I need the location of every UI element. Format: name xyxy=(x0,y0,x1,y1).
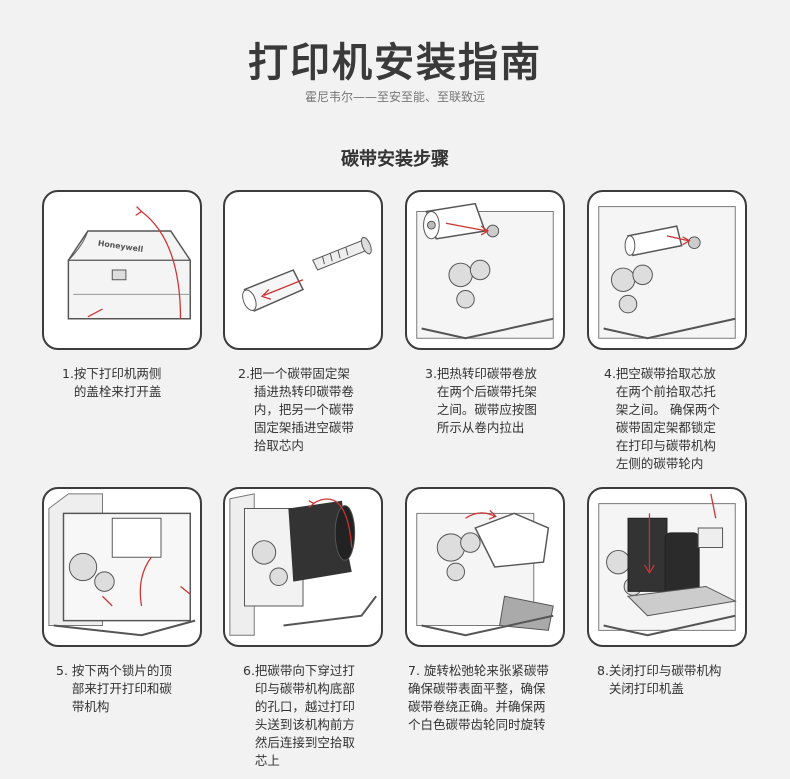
step-4-caption: 4.把空碳带拾取芯放 在两个前拾取芯托 架之间。 确保两个 碳带固定架都锁定 在… xyxy=(604,366,720,471)
step-2-illustration xyxy=(223,190,383,350)
step-1-caption: 1.按下打印机两侧 的盖栓来打开盖 xyxy=(62,366,162,399)
page-subtitle: 霍尼韦尔——至安至能、至联致远 xyxy=(304,90,485,104)
step-5-illustration xyxy=(42,487,202,647)
step-2-caption: 2.把一个碳带固定架 插进热转印碳带卷 内，把另一个碳带 固定架插进空碳带 拾取… xyxy=(238,366,354,453)
step-8-caption: 8.关闭打印与碳带机构 关闭打印机盖 xyxy=(597,663,722,696)
step-5-caption: 5. 按下两个锁片的顶 部来打开打印和碳 带机构 xyxy=(56,663,172,714)
step-4-illustration xyxy=(587,190,747,350)
step-6-illustration xyxy=(223,487,383,647)
step-3-illustration xyxy=(405,190,565,350)
step-3-caption: 3.把热转印碳带卷放 在两个后碳带托架 之间。碳带应按图 所示从卷内拉出 xyxy=(425,366,537,435)
step-8-illustration xyxy=(587,487,747,647)
step-7-illustration xyxy=(405,487,565,647)
step-6-caption: 6.把碳带向下穿过打 印与碳带机构底部 的孔口，越过打印 头送到该机构前方 然后… xyxy=(243,663,355,768)
page-title: 打印机安装指南 xyxy=(248,40,542,86)
step-7-caption: 7. 旋转松弛轮来张紧碳带 确保碳带表面平整，确保 碳带卷绕正确。并确保两 个白… xyxy=(408,663,549,732)
step-1-illustration: Honeywell xyxy=(42,190,202,350)
section-title: 碳带安装步骤 xyxy=(341,149,449,170)
